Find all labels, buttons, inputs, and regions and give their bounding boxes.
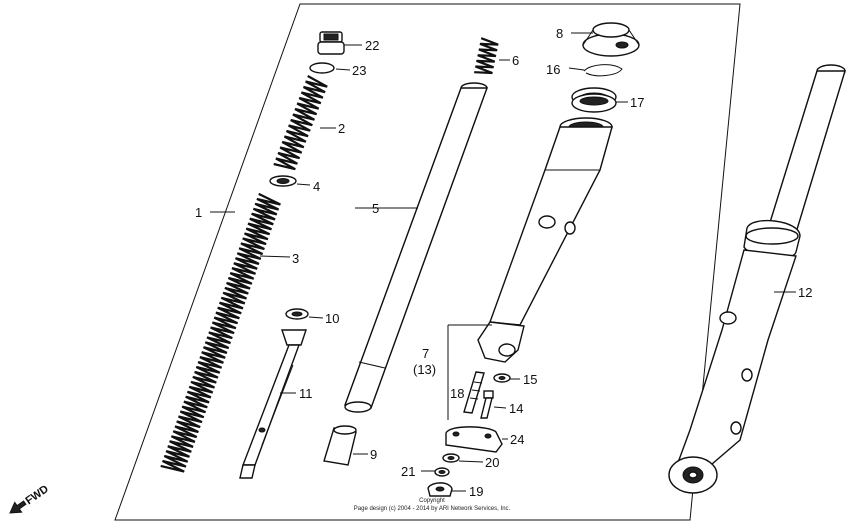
- copyright-line-2: Page design (c) 2004 - 2014 by ARI Netwo…: [354, 506, 511, 512]
- part-24-axle-holder[interactable]: [445, 426, 508, 453]
- part-12-fork-assembly-right[interactable]: [668, 64, 846, 494]
- part-3-fork-spring-main[interactable]: [160, 192, 291, 473]
- fwd-label: FWD: [24, 483, 51, 507]
- fwd-direction-indicator: FWD: [9, 483, 51, 514]
- part-22-cap-bolt[interactable]: [317, 31, 362, 55]
- part-4-spring-seat[interactable]: [269, 175, 311, 187]
- diagram-panel-outline: [114, 3, 741, 521]
- part-17-oil-seal[interactable]: [571, 87, 628, 113]
- part-16-stopper-ring[interactable]: [568, 64, 623, 77]
- callout-13: (13): [413, 362, 436, 377]
- copyright-line-1: Copyright: [419, 498, 445, 504]
- part-21-nut[interactable]: [421, 467, 450, 477]
- part-20-washer[interactable]: [442, 453, 484, 463]
- callout-10: 10: [325, 311, 339, 326]
- callout-17: 17: [630, 95, 644, 110]
- callout-3: 3: [292, 251, 299, 266]
- part-2-fork-spring-upper[interactable]: [273, 75, 336, 171]
- callout-12: 12: [798, 285, 812, 300]
- callout-5: 5: [372, 201, 379, 216]
- part-23-o-ring[interactable]: [309, 62, 351, 74]
- part-18-stud-bolt[interactable]: [463, 371, 485, 414]
- callout-21: 21: [401, 464, 415, 479]
- callout-9: 9: [370, 447, 377, 462]
- part-15-washer[interactable]: [493, 373, 520, 383]
- callout-6: 6: [512, 53, 519, 68]
- part-19-nut[interactable]: [427, 482, 466, 497]
- callout-1: 1: [195, 205, 202, 220]
- callout-8: 8: [556, 26, 563, 41]
- part-7-fork-slider-left[interactable]: [447, 117, 613, 420]
- callout-18: 18: [450, 386, 464, 401]
- part-10-piston-ring[interactable]: [285, 308, 324, 320]
- callout-20: 20: [485, 455, 499, 470]
- part-6-rebound-spring[interactable]: [474, 37, 510, 75]
- callout-4: 4: [313, 179, 320, 194]
- callout-15: 15: [523, 372, 537, 387]
- part-9-oil-lock-piece[interactable]: [323, 425, 368, 466]
- part-8-dust-seal[interactable]: [571, 22, 640, 57]
- fwd-arrow-icon: [9, 500, 27, 514]
- part-11-fork-piston[interactable]: [239, 329, 307, 479]
- callout-16: 16: [546, 62, 560, 77]
- callout-7: 7: [422, 346, 429, 361]
- callout-24: 24: [510, 432, 524, 447]
- callout-11: 11: [299, 386, 313, 401]
- part-14-socket-bolt[interactable]: [480, 390, 507, 419]
- callout-19: 19: [469, 484, 483, 499]
- callout-2: 2: [338, 121, 345, 136]
- callout-23: 23: [352, 63, 366, 78]
- callout-22: 22: [365, 38, 379, 53]
- part-5-fork-pipe[interactable]: [344, 82, 488, 413]
- callout-14: 14: [509, 401, 523, 416]
